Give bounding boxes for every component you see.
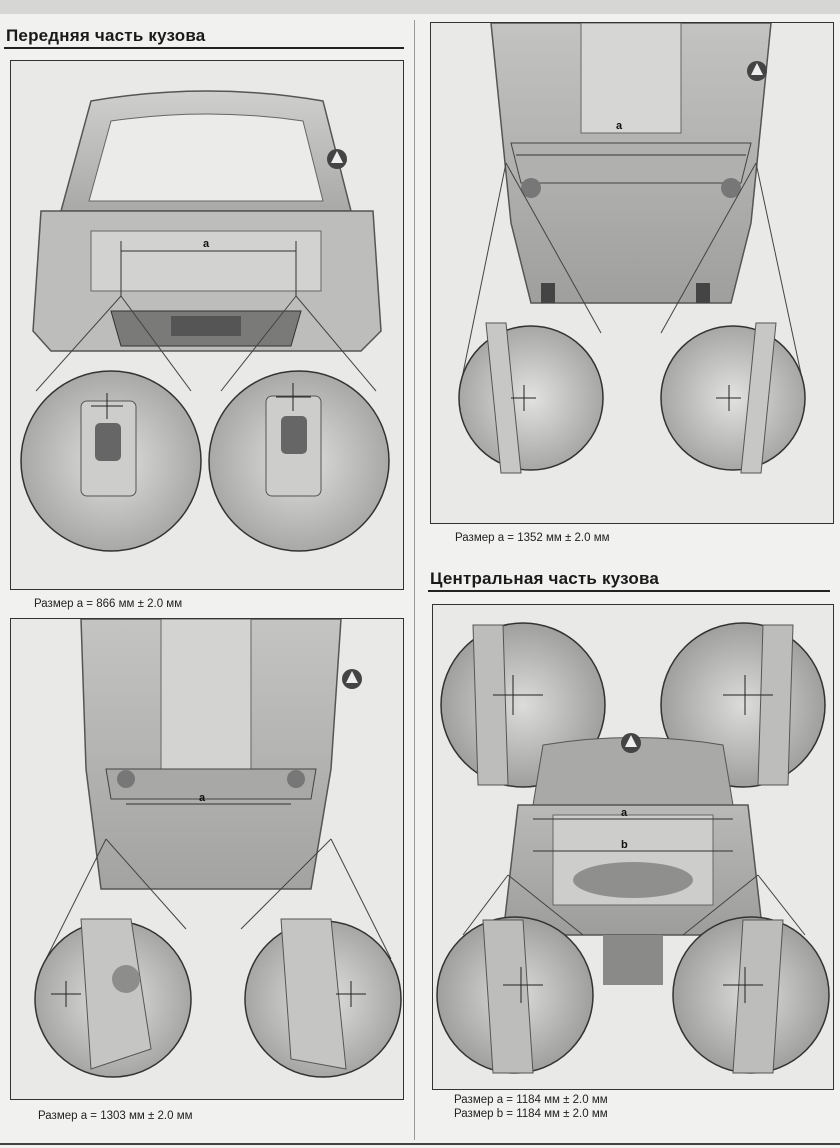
caption-front-top-view: Размер a = 1352 мм ± 2.0 мм <box>455 532 610 544</box>
figure-front-top-view: a <box>430 22 834 524</box>
dimension-label-a: a <box>621 807 628 819</box>
caption-central-view-b: Размер b = 1184 мм ± 2.0 мм <box>454 1108 608 1120</box>
dimension-label-b: b <box>621 839 628 851</box>
figure-central-view: a b <box>432 604 834 1090</box>
heading-front-rule <box>4 47 404 49</box>
figure-front-view: a <box>10 60 404 590</box>
top-band <box>0 0 840 14</box>
figure-front-lower-view: a <box>10 618 404 1100</box>
front-top-view-illustration: a <box>458 23 806 474</box>
column-divider <box>414 20 415 1140</box>
dimension-label-a: a <box>616 120 623 132</box>
heading-front-body: Передняя часть кузова <box>6 26 206 45</box>
front-view-illustration: a <box>20 90 390 552</box>
central-view-illustration: a b <box>436 622 830 1074</box>
heading-central-rule <box>428 590 830 592</box>
heading-central-body: Центральная часть кузова <box>430 569 660 588</box>
page-bottom-rule <box>0 1143 840 1145</box>
caption-front-lower-view: Размер a = 1303 мм ± 2.0 мм <box>38 1110 193 1122</box>
front-lower-view-illustration: a <box>34 619 402 1078</box>
caption-central-view-a: Размер a = 1184 мм ± 2.0 мм <box>454 1094 608 1106</box>
dimension-label-a: a <box>199 792 206 804</box>
dimension-label-a: a <box>203 238 210 250</box>
caption-front-view: Размер a = 866 мм ± 2.0 мм <box>34 598 183 610</box>
